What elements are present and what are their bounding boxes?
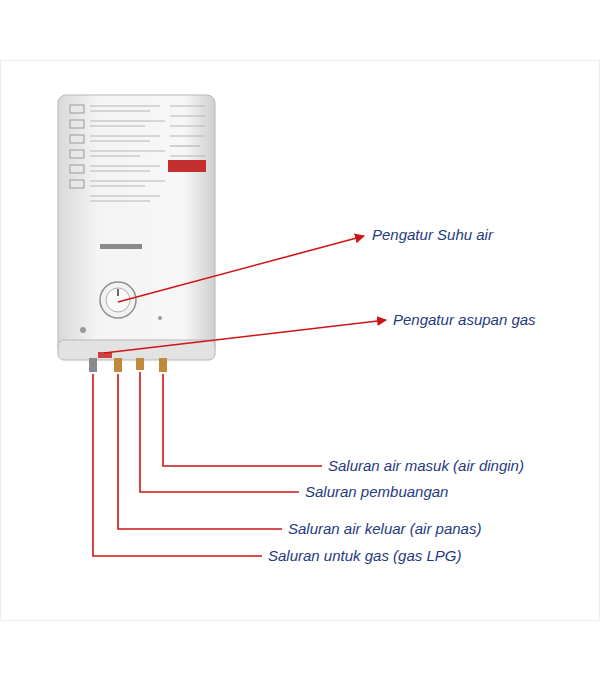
part-label: Saluran air masuk (air dingin)	[328, 457, 524, 475]
part-label: Saluran pembuangan	[305, 483, 448, 501]
part-label: Pengatur asupan gas	[393, 311, 536, 329]
part-label: Saluran air keluar (air panas)	[288, 520, 481, 538]
part-label: Pengatur Suhu air	[372, 226, 493, 244]
part-label: Saluran untuk gas (gas LPG)	[268, 547, 461, 565]
